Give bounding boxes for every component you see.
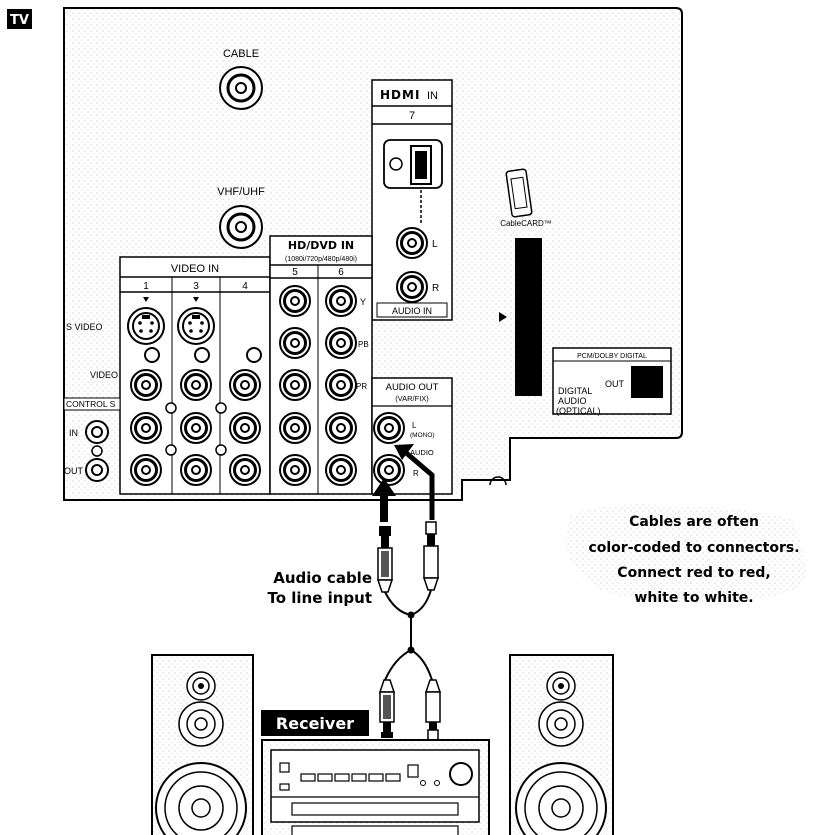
hd6-audio-r-jack [326, 455, 356, 485]
audio-4-r-jack [230, 455, 260, 485]
hdmi-input-block: HDMI IN 7 L R AUDIO IN [372, 80, 452, 320]
hd-col-6: 6 [338, 267, 344, 278]
s-video-3-jack [178, 308, 214, 344]
video-in-label: VIDEO IN [171, 263, 219, 275]
video-3-jack [181, 370, 211, 400]
tv-badge-text: TV [10, 13, 29, 28]
audio-out-l-jack [374, 413, 404, 443]
audio-in-l-jack [397, 228, 427, 258]
audio-3-r-jack [181, 455, 211, 485]
y-cable [385, 590, 432, 680]
right-speaker [510, 655, 613, 835]
cablecard-slot-opening [515, 238, 542, 396]
hd-dvd-in-block: HD/DVD IN (1080i/720p/480p/480i) 5 6 Y P… [270, 236, 372, 494]
audio-out-block: AUDIO OUT (VAR/FIX) L (MONO) AUDIO R [372, 378, 452, 494]
audio-in-r-label: R [432, 283, 439, 294]
hd5-pr-jack [280, 370, 310, 400]
audio-cable-label: Audio cable [273, 569, 372, 587]
rca-plug-white-bottom [426, 680, 440, 740]
note-line-4: white to white. [634, 590, 753, 606]
control-s-label: CONTROL S [66, 399, 116, 409]
hd6-y-jack [326, 286, 356, 316]
audio-in-r-jack [397, 272, 427, 302]
pb-label: PB [358, 340, 369, 349]
optical-header: PCM/DOLBY DIGITAL [577, 353, 647, 360]
vhf-uhf-label: VHF/UHF [217, 186, 265, 198]
hdmi-in-label: IN [427, 90, 438, 102]
optical-optical-label: (OPTICAL) [556, 406, 601, 416]
s-video-label: S VIDEO [66, 322, 103, 332]
audio-4-l-jack [230, 413, 260, 443]
cablecard-label: CableCARD™ [500, 219, 552, 228]
receiver-label-text: Receiver [276, 714, 354, 733]
note-line-1: Cables are often [629, 514, 759, 530]
rca-plug-red-top [378, 526, 392, 592]
rca-plug-white-top [424, 522, 438, 590]
audio-out-sub-label: (VAR/FIX) [395, 394, 429, 403]
note-line-3: Connect red to red, [617, 565, 770, 581]
hd-col-5: 5 [292, 267, 298, 278]
video-col-3: 3 [193, 281, 199, 292]
receiver-unit [262, 740, 489, 835]
optical-digital-label: DIGITAL [558, 386, 592, 396]
control-in-label: IN [69, 428, 78, 438]
audio-3-l-jack [181, 413, 211, 443]
optical-audio-label: AUDIO [558, 396, 587, 406]
cable-label: CABLE [223, 48, 259, 60]
s-video-1-jack [128, 308, 164, 344]
y-label: Y [360, 297, 366, 307]
hd6-audio-l-jack [326, 413, 356, 443]
hd6-pb-jack [326, 328, 356, 358]
audio-in-l-label: L [432, 239, 438, 250]
video-4-jack [230, 370, 260, 400]
hdmi-logo: HDMI [380, 88, 420, 102]
control-out-label: OUT [64, 466, 84, 476]
vhf-uhf-input: VHF/UHF [217, 186, 265, 248]
left-speaker [152, 655, 253, 835]
color-code-note: Cables are often color-coded to connecto… [565, 504, 805, 606]
optical-out-label: OUT [605, 379, 625, 389]
audio-out-mono-label: (MONO) [410, 432, 435, 439]
rca-plug-red-bottom [380, 680, 394, 738]
audio-out-r-label: R [413, 469, 419, 478]
video-1-jack [131, 370, 161, 400]
video-col-4: 4 [242, 281, 248, 292]
video-label: VIDEO [90, 370, 118, 380]
audio-in-label: AUDIO IN [392, 306, 432, 316]
line-input-label: To line input [267, 589, 372, 607]
hdmi-number: 7 [409, 110, 415, 122]
tv-badge: TV [7, 9, 32, 29]
cable-input: CABLE [220, 48, 262, 109]
audio-out-l-label: L [412, 421, 417, 430]
audio-out-label: AUDIO OUT [386, 382, 439, 393]
hd5-audio-l-jack [280, 413, 310, 443]
audio-out-audio-label: AUDIO [410, 448, 434, 457]
pr-label: PR [356, 382, 367, 391]
video-in-block: VIDEO IN 1 3 4 [120, 257, 270, 494]
note-line-2: color-coded to connectors. [588, 540, 799, 556]
hd-dvd-sub-label: (1080i/720p/480p/480i) [285, 256, 357, 263]
hd6-pr-jack [326, 370, 356, 400]
hd5-audio-r-jack [280, 455, 310, 485]
receiver-label: Receiver [261, 710, 369, 736]
hd5-pb-jack [280, 328, 310, 358]
hd-dvd-in-label: HD/DVD IN [288, 239, 354, 252]
audio-1-r-jack [131, 455, 161, 485]
audio-1-l-jack [131, 413, 161, 443]
hd5-y-jack [280, 286, 310, 316]
optical-audio-out: PCM/DOLBY DIGITAL DIGITAL AUDIO (OPTICAL… [553, 348, 671, 416]
audio-out-r-jack [374, 455, 404, 485]
video-col-1: 1 [143, 281, 149, 292]
